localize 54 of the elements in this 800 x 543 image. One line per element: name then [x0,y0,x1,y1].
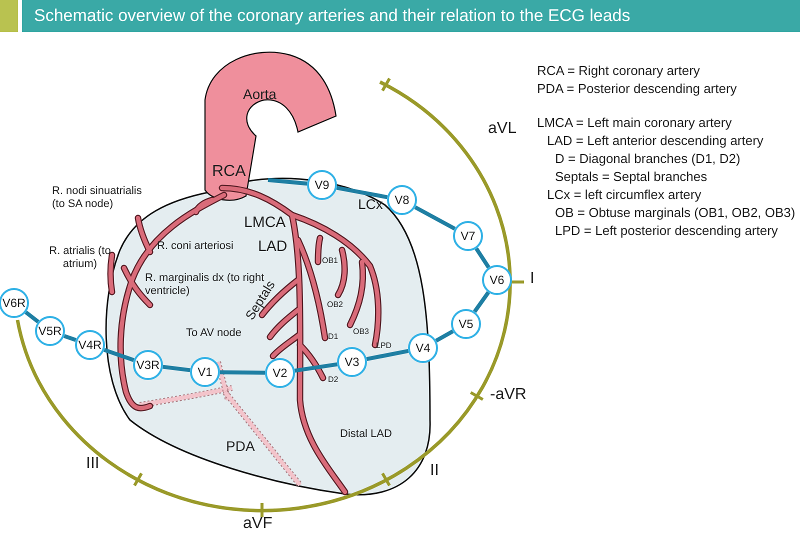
lead-wire [474,247,490,269]
definition-text: OB = Obtuse marginals (OB1, OB2, OB3) [555,206,796,221]
electrode-circle: V4R [75,330,105,360]
electrode-circle: V5 [451,309,481,339]
artery-label: OB3 [353,327,370,336]
artery-label: OB2 [327,300,344,310]
artery-label: Distal LAD [340,428,392,441]
electrode-circle: V5R [35,316,65,346]
artery-label: LMCA [244,214,286,232]
artery-label: Aorta [243,86,276,102]
electrode-circle: V9 [307,170,337,200]
lead-wire [24,310,40,324]
definition-text: RCA = Right coronary artery [537,64,700,79]
electrode-circle: V6 [482,265,512,295]
annotation-text: R. coni arteriosi [157,240,234,253]
lead-wire [472,291,490,313]
lead-label: aVF [243,515,272,534]
electrode-circle: V7 [453,221,483,251]
lead-label: III [86,455,100,474]
artery-label: LPD [376,341,392,350]
definition-text: LCx = left circumflex artery [547,188,702,203]
definition-text: D = Diagonal branches (D1, D2) [555,152,740,167]
artery-label: RCA [212,163,246,182]
definition-text: LAD = Left anterior descending artery [547,134,764,149]
lead-wire [64,334,76,342]
lead-label: aVL [488,120,516,138]
annotation-text: R. nodi sinuatrialis (to SA node) [52,185,143,210]
artery-label: LAD [258,238,288,256]
lead-wire [435,330,454,342]
definition-text: Septals = Septal branches [555,170,708,185]
electrode-circle: V6R [0,288,29,318]
definition-text: LPD = Left posterior descending artery [555,224,778,239]
lead-wire [104,348,134,362]
artery-label: D2 [328,375,338,384]
title-banner: Schematic overview of the coronary arteries and their relation to the ECG leads [22,0,800,32]
lead-wire [162,364,190,372]
annotation-text: To AV node [186,327,242,340]
lead-wire [414,205,456,231]
artery-label: PDA [226,438,255,454]
annotation-text: R. atrialis (to atrium) [48,245,112,270]
lead-label: I [530,270,534,288]
definition-text: LMCA = Left main coronary artery [537,116,732,131]
lead-wire [294,362,338,373]
lead-wire [268,178,308,186]
definition-text: PDA = Posterior descending artery [537,82,737,97]
lead-wire [336,186,388,200]
electrode-circle: V8 [387,185,417,215]
lead-wire [366,348,409,362]
lead-label: -aVR [490,386,526,404]
artery-label: OB1 [322,256,338,266]
artery-label: LCx [358,196,383,212]
lead-label: II [430,462,439,480]
lead-wire [220,370,266,375]
artery-label: D1 [328,332,338,342]
